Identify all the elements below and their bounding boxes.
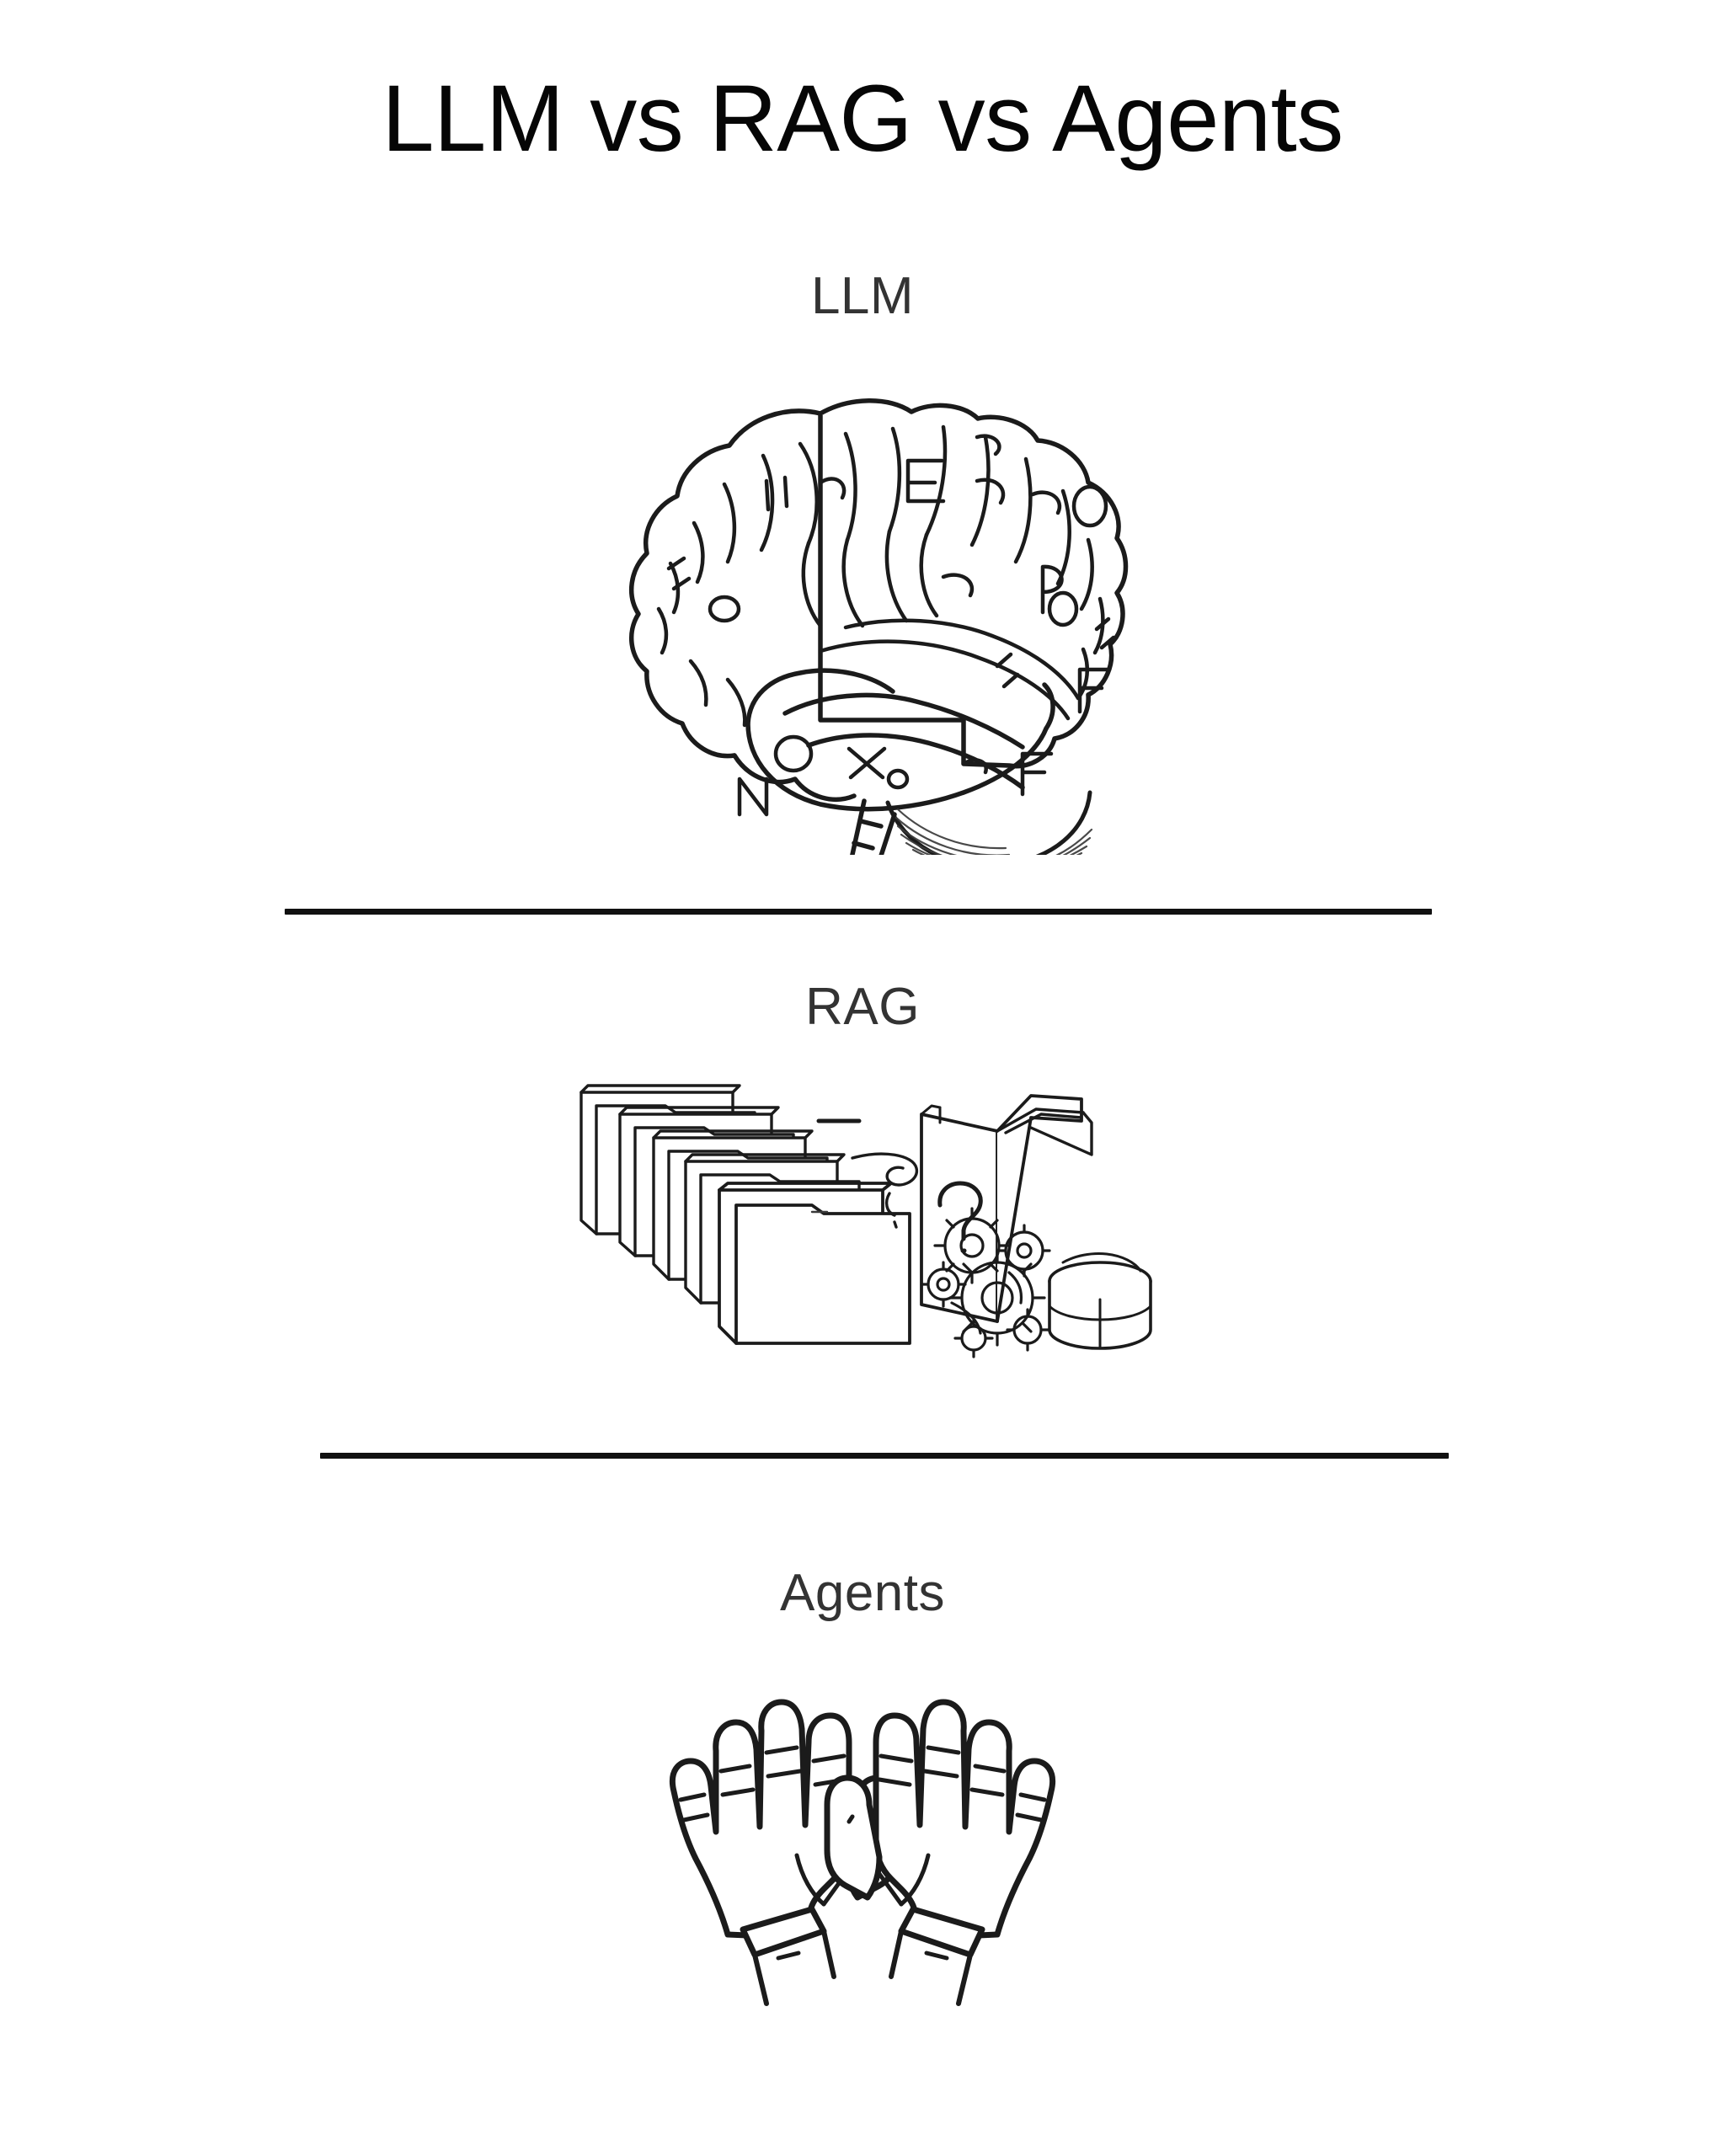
- gears-cluster: [920, 1206, 1051, 1358]
- page-title: LLM vs RAG vs Agents: [382, 66, 1343, 171]
- right-hand: [824, 1699, 1055, 2006]
- section-rag: RAG: [0, 915, 1725, 1380]
- section-llm: LLM: [0, 168, 1725, 855]
- divider-after-llm: [285, 908, 1432, 915]
- illustration-llm-wrap: [568, 383, 1157, 855]
- knowledge-base-icon: [579, 1083, 1152, 1358]
- open-hands-icon: [670, 1699, 1055, 2006]
- section-label-llm: LLM: [810, 266, 915, 325]
- brain-icon: [628, 398, 1129, 855]
- clip-squiggle: [851, 1152, 918, 1229]
- section-label-rag: RAG: [805, 977, 920, 1036]
- illustration-rag-wrap: [559, 1077, 1166, 1380]
- divider-after-rag: [320, 1452, 1449, 1459]
- illustration-agents-wrap: [644, 1677, 1081, 2014]
- database-cylinder: [1048, 1251, 1152, 1350]
- folder-stack: [579, 1083, 911, 1345]
- section-agents: Agents: [0, 1459, 1725, 2014]
- section-label-agents: Agents: [779, 1563, 946, 1622]
